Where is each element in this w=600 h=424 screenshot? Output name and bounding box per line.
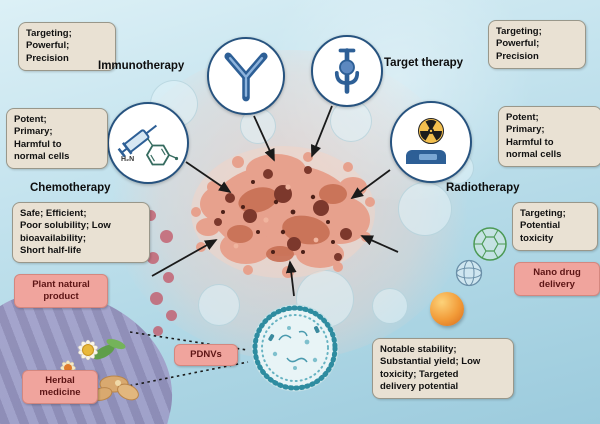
antibody-icon: [224, 52, 268, 102]
label-target-therapy: Target therapy: [384, 57, 464, 69]
note-target-therapy: Targeting; Powerful; Precision: [488, 20, 586, 70]
vesicle-icon: [248, 301, 342, 395]
label-chemotherapy: Chemotherapy: [30, 182, 111, 194]
label-immunotherapy: Immunotherapy: [98, 60, 185, 72]
label-nano-drug-delivery: Nano drug delivery: [514, 262, 600, 296]
target-therapy-circle: [311, 35, 383, 107]
dotted-line: [117, 331, 249, 389]
mesh-nanoparticle-icon: [455, 259, 483, 287]
label-herbal-medicine: Herbal medicine: [22, 370, 98, 404]
syringe-icon: H₂N: [117, 124, 179, 166]
label-radiotherapy: Radiotherapy: [446, 182, 520, 194]
chemical-structure-icon: [145, 138, 179, 166]
radiotherapy-circle: [390, 101, 472, 183]
radiotherapy-machine-icon: [406, 150, 446, 164]
nanoparticle-icon: [430, 292, 464, 326]
note-radiotherapy: Potent; Primary; Harmful to normal cells: [498, 106, 600, 168]
label-pdnvs: PDNVs: [174, 344, 238, 366]
receptor-icon: [334, 48, 360, 94]
note-pdnvs: Notable stability; Substantial yield; Lo…: [372, 338, 514, 400]
note-chemotherapy: Potent; Primary; Harmful to normal cells: [6, 108, 108, 170]
note-nano-drug-delivery: Targeting; Potential toxicity: [512, 202, 598, 252]
ginger-root-icon: [91, 375, 139, 401]
immunotherapy-circle: [207, 37, 285, 115]
radiation-symbol-icon: [406, 118, 446, 164]
leaf-icon: [93, 338, 126, 360]
amine-label: H₂N: [121, 156, 134, 163]
note-immunotherapy: Targeting; Powerful; Precision: [18, 22, 116, 72]
label-plant-natural-product: Plant natural product: [14, 274, 108, 308]
note-plant-natural-product: Safe; Efficient; Poor solubility; Low bi…: [12, 202, 150, 264]
chemotherapy-circle: H₂N: [107, 102, 189, 184]
fullerene-icon: [472, 226, 508, 262]
